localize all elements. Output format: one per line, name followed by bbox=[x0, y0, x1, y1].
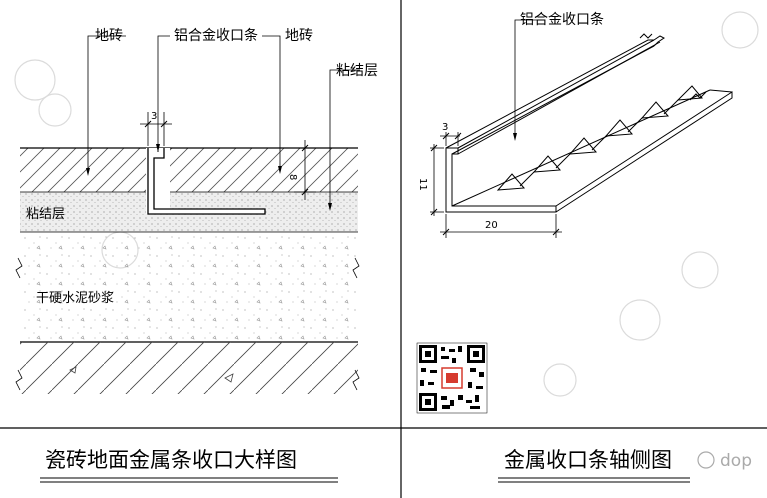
label-tile-right: 地砖 bbox=[285, 28, 313, 44]
watermark: dop bbox=[697, 451, 752, 471]
axonometric-view bbox=[445, 33, 733, 213]
watermark-text: dop bbox=[720, 451, 752, 471]
base-structure bbox=[20, 342, 358, 394]
watermark-icon bbox=[697, 451, 715, 469]
dim-height-label: 11 bbox=[417, 178, 428, 191]
dim-base-width-label: 20 bbox=[485, 220, 498, 231]
axon-dims bbox=[430, 132, 562, 238]
right-title: 金属收口条轴侧图 bbox=[504, 448, 672, 472]
dim-top-width-label: 3 bbox=[442, 122, 448, 133]
trim-front-profile bbox=[445, 147, 557, 213]
dim-gap-label: 3 bbox=[151, 111, 157, 122]
label-tile-left: 地砖 bbox=[95, 28, 123, 44]
dim-gap: 3 bbox=[140, 111, 172, 146]
label-adhesive-layer: 粘结层 bbox=[26, 207, 65, 222]
dim-thickness-label: 8 bbox=[287, 174, 298, 180]
label-trim-strip: 铝合金收口条 bbox=[174, 27, 258, 44]
mortar-layer bbox=[20, 232, 358, 342]
left-title: 瓷砖地面金属条收口大样图 bbox=[45, 448, 297, 472]
label-axon-trim-strip: 铝合金收口条 bbox=[520, 11, 604, 28]
flange-perforations bbox=[496, 85, 703, 191]
tile-layer bbox=[20, 148, 358, 192]
leader-arrows-left bbox=[86, 144, 332, 211]
leaders-left bbox=[87, 35, 360, 205]
section-detail: 3 8 地砖 铝合金收口条 地砖 粘结层 粘结层 干 bbox=[15, 27, 378, 394]
label-mortar-layer: 干硬水泥砂浆 bbox=[36, 291, 114, 306]
dim-thickness: 8 bbox=[287, 140, 316, 200]
label-adhesive-top: 粘结层 bbox=[336, 63, 378, 79]
qr-code-icon bbox=[416, 342, 488, 414]
leader-right bbox=[513, 19, 545, 141]
